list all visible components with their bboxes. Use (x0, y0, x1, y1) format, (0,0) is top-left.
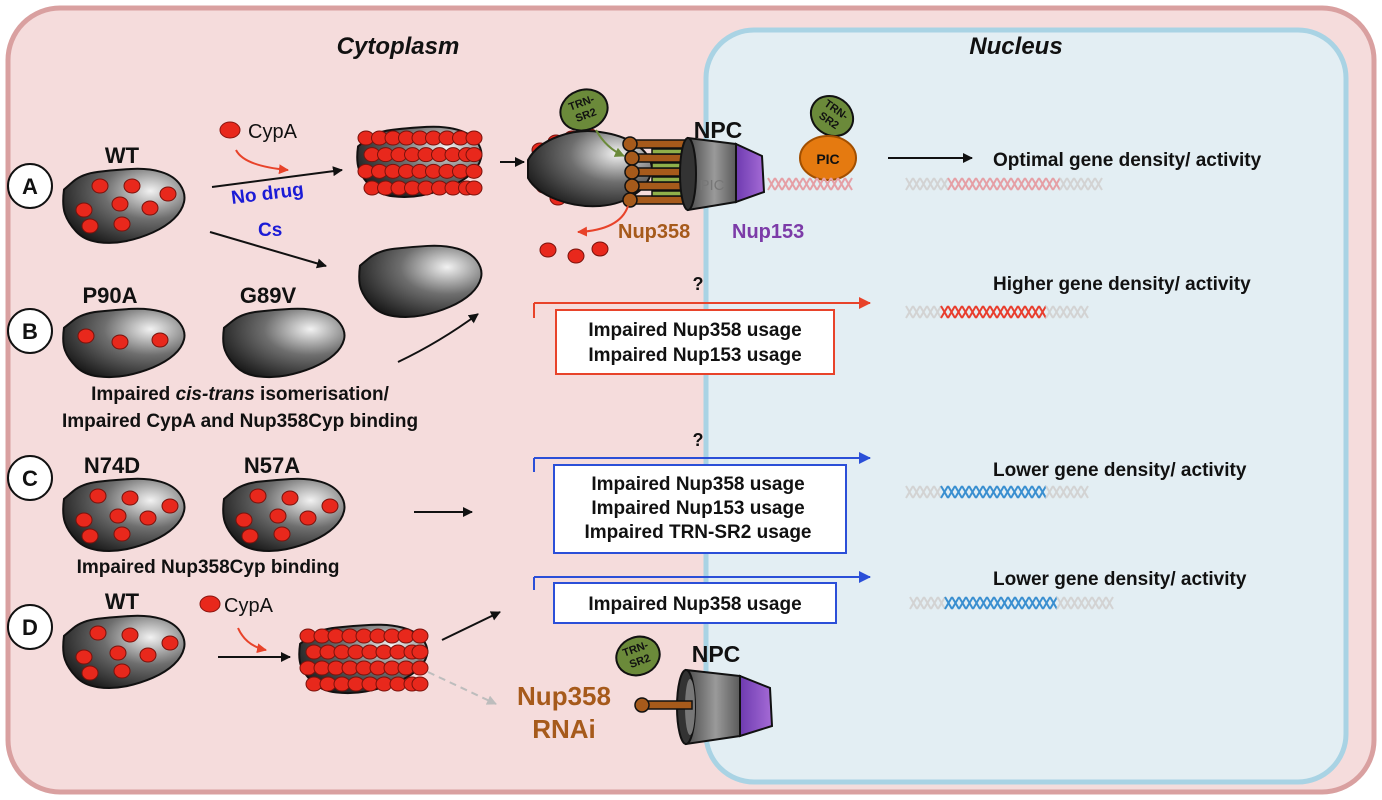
capsid-coated-d (298, 623, 429, 695)
nucleus-region (703, 27, 1349, 785)
outcome-text-c: Lower gene density/ activity (993, 460, 1247, 481)
row-d-arrow-2 (441, 611, 501, 641)
box-c-line-2: Impaired Nup153 usage (591, 498, 804, 519)
box-c-line-1: Impaired Nup358 usage (591, 474, 804, 495)
npc-label-top: NPC (694, 117, 743, 143)
dna-strand-d (909, 596, 1114, 610)
dna-strand-npc (767, 177, 853, 191)
nup358-label: Nup358 (618, 221, 690, 243)
cytoplasm-title: Cytoplasm (337, 33, 460, 60)
outcome-text-a: Optimal gene density/ activity (993, 150, 1262, 171)
cypa-binding-arrow-d (237, 627, 267, 654)
pic-nucleus: PIC (799, 135, 857, 181)
svg-text:PIC: PIC (816, 151, 839, 167)
row-marker-b: B (7, 308, 53, 354)
capsid-p90a (62, 307, 186, 379)
cypa-legend-a: CypA (219, 121, 298, 143)
capsid-wt-d (62, 614, 186, 689)
capsid-g89v (222, 307, 346, 379)
svg-text:D: D (22, 615, 38, 640)
row-marker-c: C (7, 455, 53, 501)
capsid-label-n57a: N57A (244, 453, 300, 478)
cs-arrow (209, 231, 327, 269)
cypa-release-arrow (577, 205, 629, 237)
question-mark-b: ? (693, 274, 704, 294)
trn-sr2-nucleus: TRN- SR2 (809, 94, 855, 138)
dna-strand-a (905, 177, 1103, 191)
nup358-rnai-label-2: RNAi (532, 714, 596, 744)
svg-text:B: B (22, 319, 38, 344)
svg-text:A: A (22, 174, 38, 199)
cypa-legend-d: CypA (199, 595, 274, 617)
released-cypa-dot (567, 248, 585, 264)
row-marker-a: A (7, 163, 53, 209)
caption-b-line-1: Impaired cis-trans isomerisation/ (91, 384, 390, 405)
box-b-line-1: Impaired Nup358 usage (588, 320, 801, 341)
capsid-n74d (62, 477, 186, 552)
npc-label-bottom: NPC (692, 641, 741, 667)
outcome-text-b: Higher gene density/ activity (993, 274, 1251, 295)
impaired-capsid-arrow-b (397, 313, 479, 363)
row-d-dashed-arrow (427, 671, 497, 705)
capsid-label-n74d: N74D (84, 453, 140, 478)
capsid-cs (358, 244, 483, 318)
capsid-label-wt-d: WT (105, 589, 140, 614)
box-c-line-3: Impaired TRN-SR2 usage (585, 522, 812, 543)
released-cypa-dot (539, 242, 557, 258)
capsid-wt-a (62, 167, 186, 244)
trn-sr2-top: TRN- SR2 (559, 88, 609, 132)
svg-text:C: C (22, 466, 38, 491)
svg-text:CypA: CypA (224, 595, 274, 617)
cs-label: Cs (258, 220, 282, 241)
dna-strand-c (905, 485, 1089, 499)
nup358-rnai-label-1: Nup358 (517, 681, 611, 711)
nucleus-title: Nucleus (969, 33, 1062, 60)
row-marker-d: D (7, 604, 53, 650)
dna-strand-b (905, 305, 1089, 319)
svg-text:CypA: CypA (248, 121, 298, 143)
capsid-label-wt-a: WT (105, 143, 140, 168)
box-impairment-d (553, 582, 837, 624)
question-mark-c: ? (693, 430, 704, 450)
nup153-label: Nup153 (732, 221, 804, 243)
npc-complex-bottom (634, 668, 774, 746)
trn-sr2-bottom: TRN- SR2 (615, 635, 661, 677)
capsid-label-p90a: P90A (82, 283, 137, 308)
caption-c: Impaired Nup358Cyp binding (77, 557, 340, 578)
box-impairment-c (553, 464, 847, 554)
capsid-n57a (222, 477, 346, 552)
svg-text:PIC: PIC (699, 177, 724, 194)
trn-sr2-arrow (595, 129, 625, 157)
released-cypa-dot (591, 241, 609, 257)
capsid-label-g89v: G89V (240, 283, 297, 308)
capsid-coated-a (356, 125, 483, 199)
outcome-text-d: Lower gene density/ activity (993, 569, 1247, 590)
cypa-binding-arrow-a (235, 149, 289, 175)
box-impairment-b (555, 309, 835, 375)
caption-b-line-2: Impaired CypA and Nup358Cyp binding (62, 411, 418, 432)
box-b-line-2: Impaired Nup153 usage (588, 345, 801, 366)
box-d-line-1: Impaired Nup358 usage (588, 594, 801, 615)
no-drug-arrow (211, 166, 343, 188)
